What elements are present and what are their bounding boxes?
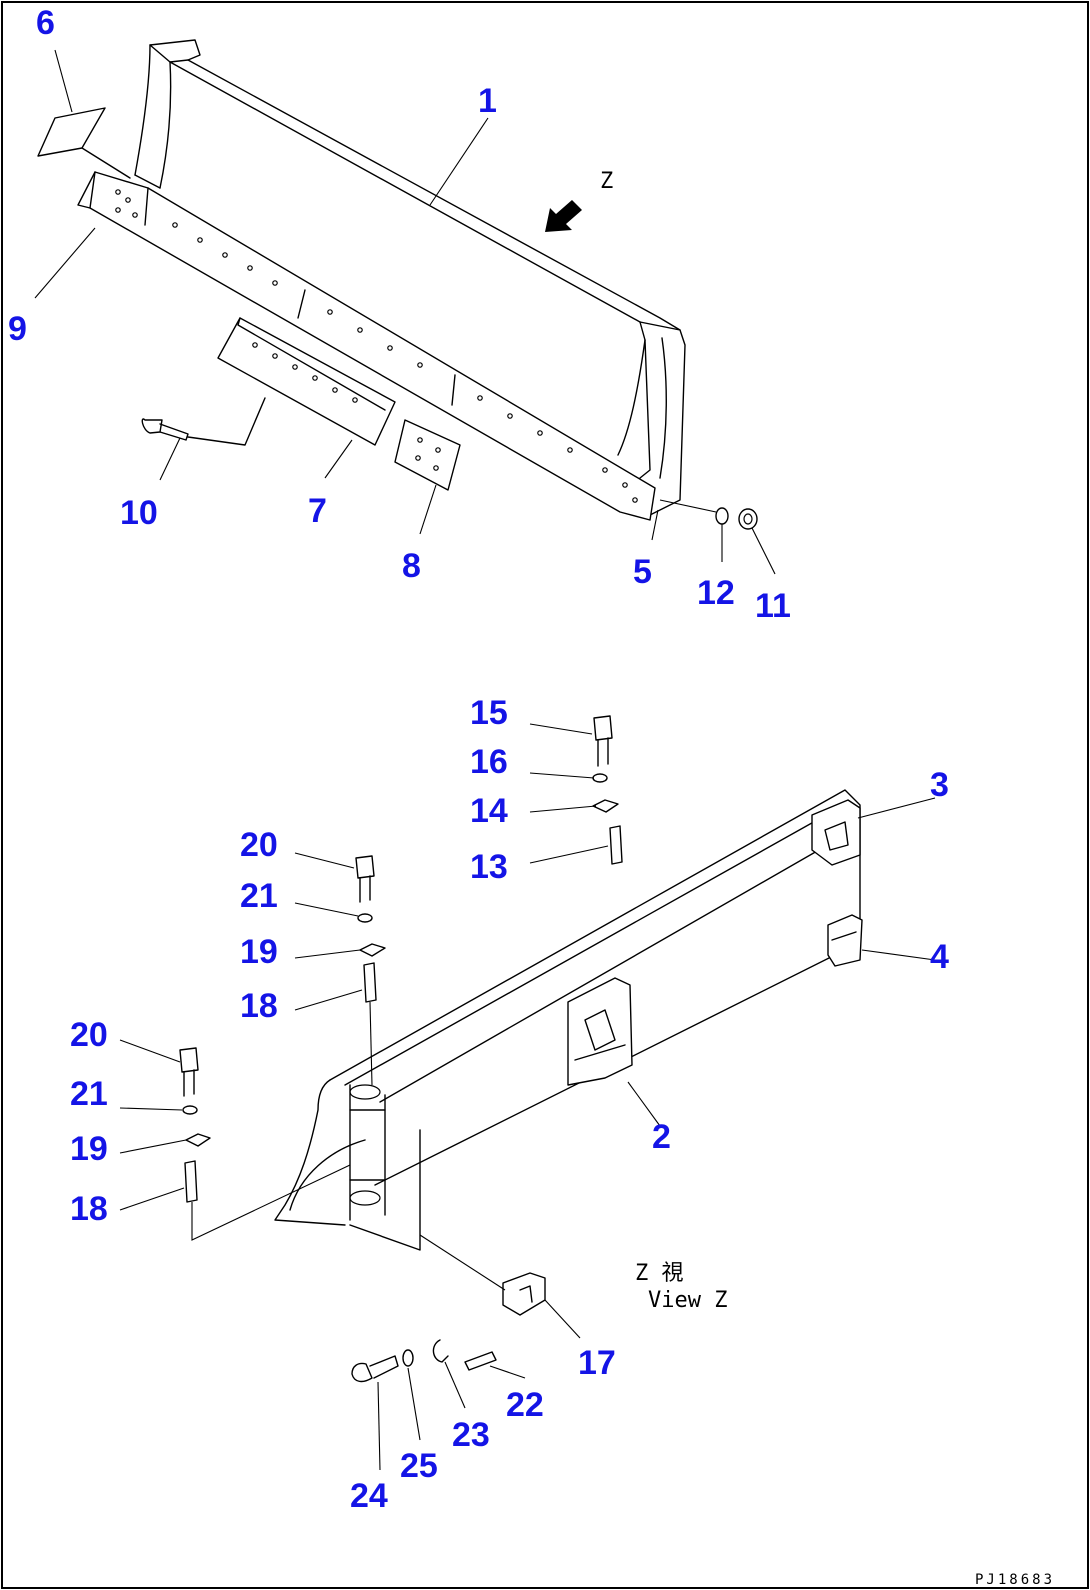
callout-18-lower: 18 xyxy=(70,1190,108,1228)
hex-bolt-lower xyxy=(351,1355,399,1383)
view-letter: Z xyxy=(600,169,613,194)
callout-7: 7 xyxy=(308,492,327,530)
cutting-edge-bolt-holes xyxy=(115,189,638,503)
nut xyxy=(738,508,758,530)
left-pin-stack-lower xyxy=(179,1047,351,1241)
callout-5: 5 xyxy=(633,553,652,591)
callout-8: 8 xyxy=(402,547,421,585)
blade-assembly: Z xyxy=(37,39,758,530)
lower-end-bracket xyxy=(827,914,863,967)
callout-23: 23 xyxy=(452,1416,490,1454)
callout-4: 4 xyxy=(930,938,949,976)
callout-19-lower: 19 xyxy=(70,1130,108,1168)
cutting-edge xyxy=(77,171,656,521)
callout-9: 9 xyxy=(8,310,27,348)
pin xyxy=(464,1351,497,1371)
callout-1: 1 xyxy=(478,82,497,120)
callout-11: 11 xyxy=(755,587,791,625)
left-pin-stack-upper xyxy=(355,855,386,1086)
trunnion-bracket xyxy=(419,1234,546,1316)
center-edge-piece xyxy=(394,419,461,491)
callout-17: 17 xyxy=(578,1344,616,1382)
callout-2: 2 xyxy=(652,1118,671,1156)
callout-3: 3 xyxy=(930,766,949,804)
drawing-code: PJ18683 xyxy=(975,1572,1055,1588)
callout-6: 6 xyxy=(36,4,55,42)
center-bracket xyxy=(567,977,633,1086)
leader-lines xyxy=(34,49,936,1471)
upper-pin-stack xyxy=(592,715,623,865)
blade-moldboard xyxy=(134,39,686,516)
callout-20-upper: 20 xyxy=(240,826,278,864)
callout-22: 22 xyxy=(506,1386,544,1424)
callout-12: 12 xyxy=(697,574,735,612)
snap-ring xyxy=(432,1339,449,1363)
end-bit xyxy=(37,107,106,157)
callout-13: 13 xyxy=(470,848,508,886)
washer-lower xyxy=(402,1349,414,1367)
blade-rear-view xyxy=(274,789,863,1383)
callout-19-upper: 19 xyxy=(240,933,278,971)
plow-bolt xyxy=(141,397,266,446)
view-note-jp: Z 視 xyxy=(635,1261,684,1286)
callout-24: 24 xyxy=(350,1477,388,1515)
callout-21-upper: 21 xyxy=(240,877,278,915)
callout-15: 15 xyxy=(470,694,508,732)
callout-14: 14 xyxy=(470,792,508,830)
callout-21-lower: 21 xyxy=(70,1075,108,1113)
view-arrow xyxy=(545,200,582,232)
cutting-edge-piece xyxy=(217,317,396,446)
callout-20-lower: 20 xyxy=(70,1016,108,1054)
callout-25: 25 xyxy=(400,1447,438,1485)
upper-end-bracket xyxy=(811,799,861,866)
callout-labels: 1 2 3 4 5 6 7 8 9 10 11 12 13 14 15 16 1… xyxy=(8,4,949,1515)
washer xyxy=(715,507,729,525)
callout-18-upper: 18 xyxy=(240,987,278,1025)
callout-16: 16 xyxy=(470,743,508,781)
callout-10: 10 xyxy=(120,494,158,532)
view-note: View Z xyxy=(648,1288,727,1313)
